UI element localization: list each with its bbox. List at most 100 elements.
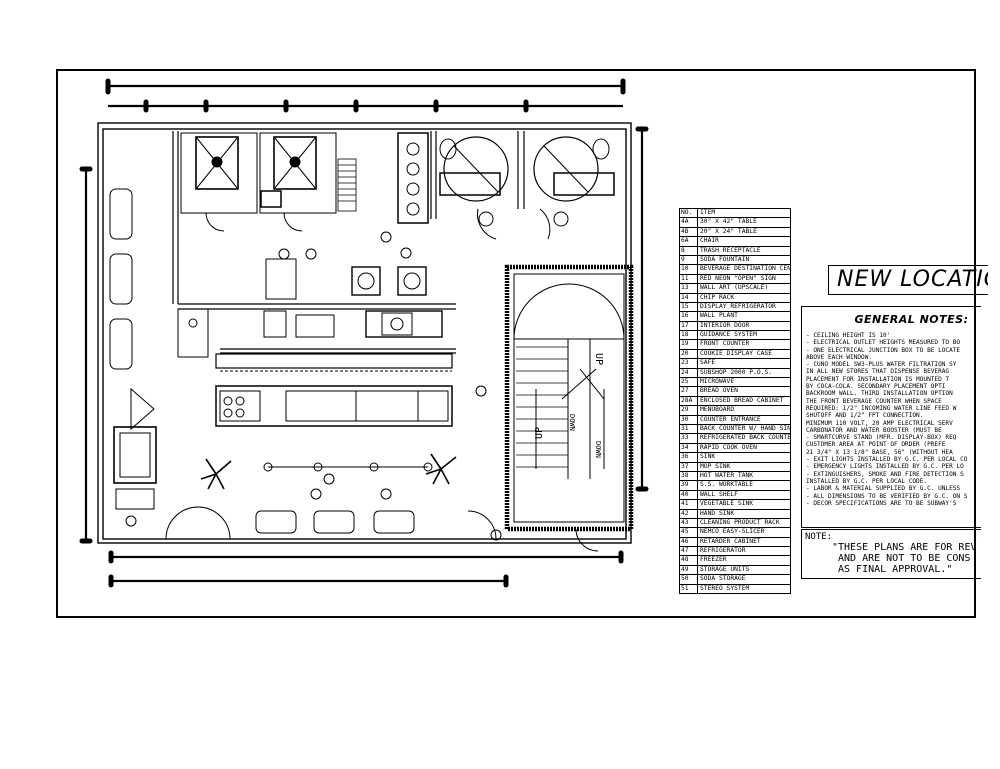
legend-item-description: HAND SINK [700, 509, 735, 517]
general-note-line: THE FRONT BEVERAGE COUNTER WHEN SPACE [806, 397, 942, 405]
dimension-lines [84, 84, 644, 583]
legend-item-description: CHAIR [700, 237, 719, 245]
legend-header-no: NO. [680, 209, 698, 218]
legend-item-description: MENUBOARD [700, 406, 735, 414]
legend-item-number: 34 [680, 443, 698, 453]
legend-item-description: RAPID COOK OVEN [700, 443, 757, 451]
legend-item-description: SODA FOUNTAIN [700, 255, 750, 263]
stair-core [504, 264, 634, 552]
legend-item-number: 45 [680, 528, 698, 537]
legend-item-description: DISPLAY REFRIGERATOR [700, 302, 776, 310]
general-note-line: BACKROOM WALL. THIRD INSTALLATION OPTION [806, 390, 953, 398]
drawing-sheet-border [56, 69, 976, 618]
general-note-line: - LABOR & MATERIAL SUPPLIED BY G.C. UNLE… [806, 485, 961, 493]
general-notes-box: GENERAL NOTES: - CEILING HEIGHT IS 10'- … [801, 306, 981, 528]
legend-item-description: S.S. WORKTABLE [700, 481, 754, 489]
legend-item-description: CLEANING PRODUCT RACK [700, 518, 780, 526]
legend-item-description: MICROWAVE [700, 378, 735, 386]
legend-item-number: 49 [680, 565, 698, 575]
legend-item-number: 42 [680, 509, 698, 518]
legend-item-number: 31 [680, 424, 698, 434]
stair-down-label-right: DOWN [594, 441, 602, 458]
legend-item-number: 14 [680, 293, 698, 302]
legend-item-number: 46 [680, 537, 698, 547]
legend-item-description: HOT WATER TANK [700, 471, 754, 479]
legend-item-description: CHIP RACK [700, 293, 735, 301]
legend-item-description: RETARDER CABINET [700, 537, 761, 545]
general-note-line: 21 3/4" X 13 1/8" BASE, 56" (WITHOUT HEA [806, 448, 953, 456]
legend-item-number: 51 [680, 584, 698, 594]
legend-item-number: 4A [680, 218, 698, 227]
legend-item-number: 38 [680, 471, 698, 481]
walk-in-cooler-left [180, 132, 258, 232]
general-note-line: MINIMUM 110 VOLT, 20 AMP ELECTRICAL SERV [806, 419, 953, 427]
legend-item-description: TRASH RECEPTACLE [700, 246, 761, 254]
legend-item-description: VEGETABLE SINK [700, 500, 754, 508]
legend-item-description: STORAGE UNITS [700, 565, 750, 573]
legend-item-description: SODA STORAGE [700, 575, 746, 583]
legend-item-number: 9 [680, 255, 698, 265]
legend-item-number: 33 [680, 434, 698, 443]
general-note-line: CARBONATOR AND WATER BOOSTER (MUST BE [806, 426, 942, 434]
legend-item-number: 20 [680, 349, 698, 359]
legend-item-description: RED NEON "OPEN" SIGN [700, 274, 776, 282]
general-note-line: INSTALLED BY G.C. PER LOCAL CODE. [806, 477, 928, 485]
note-line: "THESE PLANS ARE FOR REV [832, 542, 977, 553]
legend-item-description: STEREO SYSTEM [700, 584, 750, 592]
legend-header-item: ITEM [700, 209, 716, 216]
legend-item-description: SAFE [700, 359, 716, 367]
legend-item-description: ENCLOSED BREAD CABINET [700, 396, 784, 404]
pendant-lights [263, 462, 433, 472]
walk-in-cooler-right [259, 132, 337, 232]
general-note-line: - ELECTRICAL OUTLET HEIGHTS MEASURED TO … [806, 339, 961, 347]
legend-item-description: COUNTER ENTRANCE [700, 415, 761, 423]
legend-item-number: 23 [680, 359, 698, 368]
legend-item-description: INTERIOR DOOR [700, 321, 750, 329]
general-note-line: ABOVE EACH WINDOW. [806, 353, 873, 361]
stair-up-label-top: UP [593, 353, 604, 365]
legend-item-number: 17 [680, 321, 698, 331]
back-counter [215, 370, 453, 427]
legend-item-number: 16 [680, 312, 698, 321]
legend-item-description: 20" X 24" TABLE [700, 227, 757, 235]
stair-down-label-mid: DOWN [568, 414, 576, 431]
general-note-line: CUSTOMER AREA AT POINT OF ORDER (PREFE [806, 441, 946, 449]
legend-item-number: 36 [680, 453, 698, 462]
legend-item-number: 37 [680, 462, 698, 471]
legend-item-description: SINK [700, 453, 716, 461]
legend-item-number: 24 [680, 368, 698, 377]
legend-item-number: 8 [680, 246, 698, 255]
note-label: NOTE: [805, 532, 833, 542]
dining-booths [109, 188, 415, 534]
legend-item-description: WALL ART (UPSCALE) [700, 284, 769, 292]
legend-item-number: 11 [680, 274, 698, 284]
